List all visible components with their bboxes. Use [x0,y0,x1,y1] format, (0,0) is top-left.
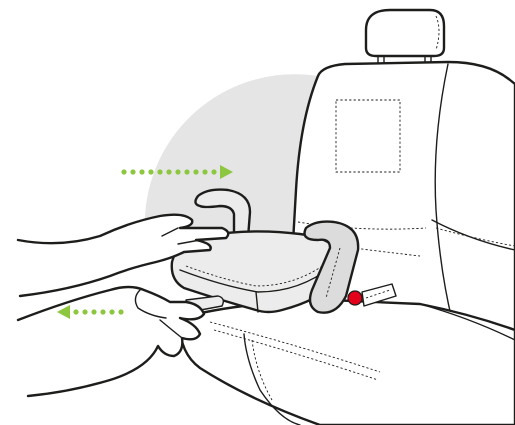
hands [18,215,228,396]
headrest [366,10,444,56]
latch-release-button [348,291,362,305]
lower-hand [18,287,204,396]
